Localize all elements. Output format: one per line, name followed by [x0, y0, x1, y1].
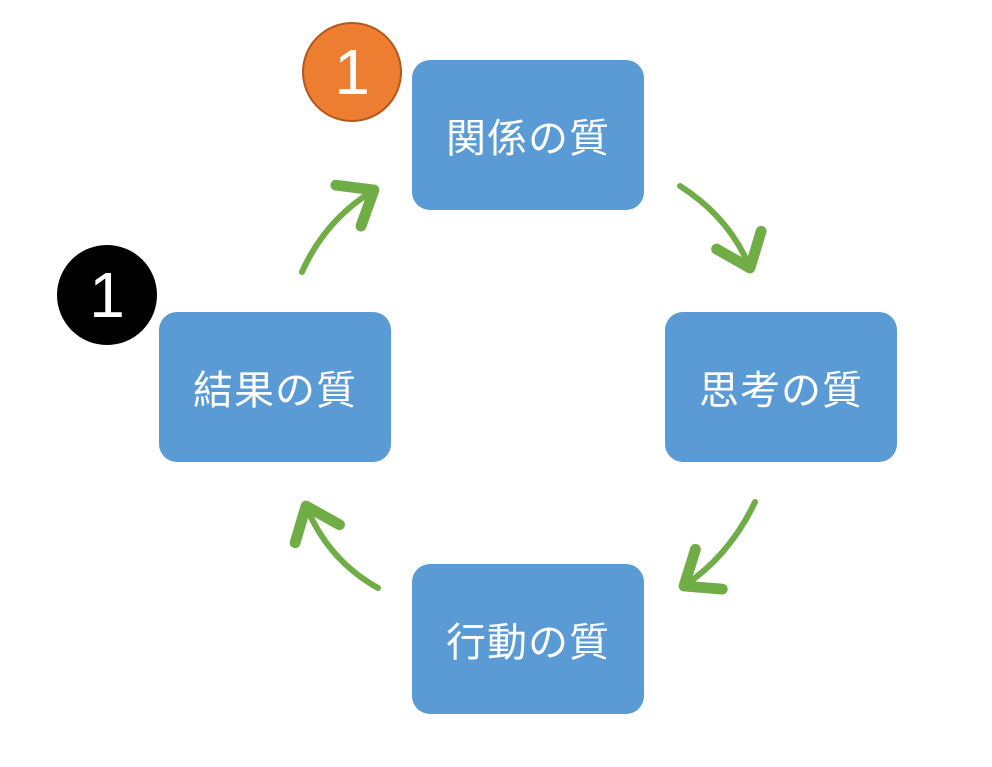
- arrow-relationship-to-thinking: [677, 183, 767, 274]
- node-result-quality: 結果の質: [159, 312, 391, 462]
- arrow-action-to-result: [289, 500, 381, 591]
- node-action-quality: 行動の質: [412, 564, 644, 714]
- number-badge-orange: 1: [302, 22, 402, 122]
- arrow-thinking-to-action: [678, 499, 758, 595]
- node-thinking-quality: 思考の質: [665, 312, 897, 462]
- number-badge-black: 1: [57, 245, 157, 345]
- node-relationship-quality: 関係の質: [412, 60, 644, 210]
- arrow-result-to-relationship: [299, 179, 380, 275]
